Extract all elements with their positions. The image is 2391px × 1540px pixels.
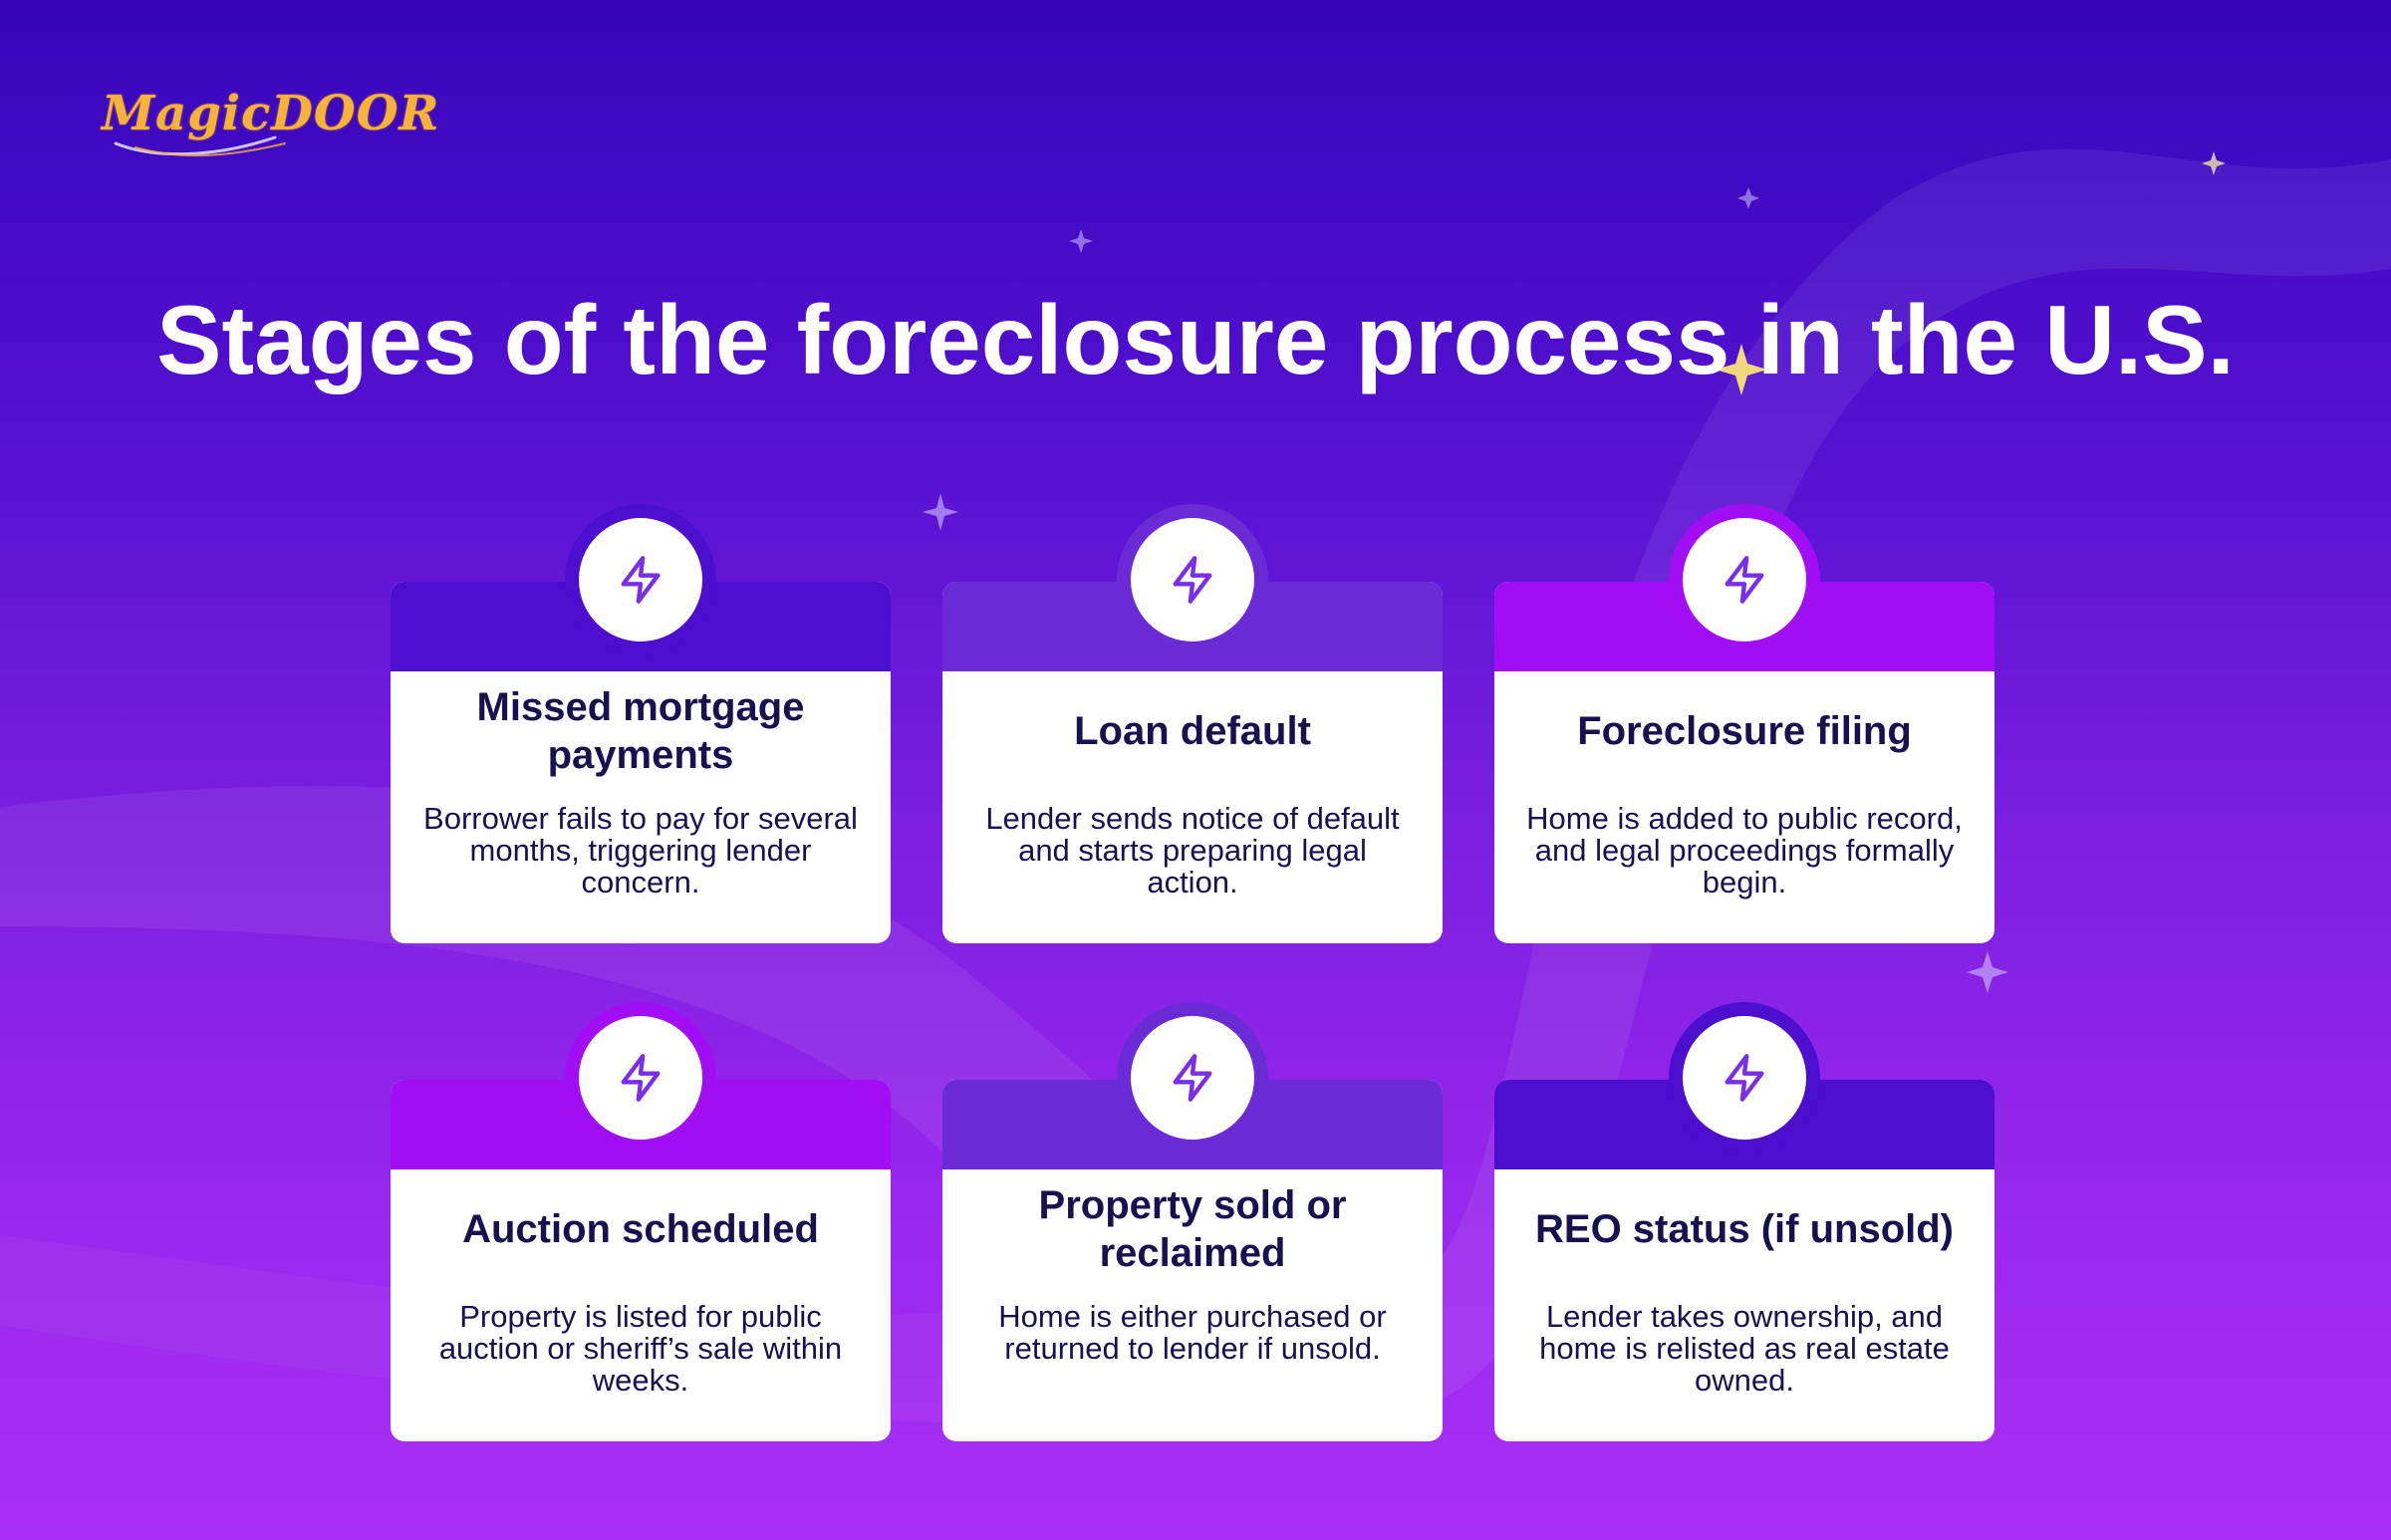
icon-badge: [565, 504, 716, 655]
stage-description: Lender takes ownership, and home is reli…: [1539, 1299, 1950, 1398]
stage-title: REO status (if unsold): [1535, 1207, 1954, 1251]
stage-description: Lender sends notice of default and start…: [985, 801, 1400, 899]
icon-badge: [1117, 504, 1268, 655]
sparkle-icon: [1967, 951, 2008, 993]
stage-card-reo-status: REO status (if unsold) Lender takes owne…: [1494, 1002, 1994, 1441]
stage-title: Property sold or reclaimed: [1038, 1183, 1347, 1275]
card-panel: [391, 582, 891, 943]
icon-badge: [565, 1002, 716, 1154]
stage-card-loan-default: Loan default Lender sends notice of defa…: [942, 504, 1443, 943]
logo-swirl: [114, 135, 286, 157]
icon-badge: [1669, 1002, 1820, 1154]
icon-badge: [1669, 504, 1820, 655]
stage-title: Auction scheduled: [462, 1207, 819, 1251]
page-title: Stages of the foreclosure process in the…: [156, 285, 2235, 394]
stage-description: Property is listed for public auction or…: [438, 1299, 843, 1398]
stage-description: Borrower fails to pay for several months…: [423, 801, 858, 899]
sparkle-icon: [1737, 187, 1759, 209]
stage-card-property-sold-or-reclaimed: Property sold or reclaimed Home is eithe…: [942, 1002, 1443, 1441]
magicdoor-logo[interactable]: MagicDOOR: [96, 80, 438, 159]
lightning-bolt-icon: [1173, 1054, 1212, 1102]
sparkle-icon: [2202, 151, 2226, 175]
sparkle-icon: [1069, 229, 1093, 253]
stage-description: Home is added to public record, and lega…: [1526, 801, 1963, 899]
sparkle-icon: [1716, 344, 1767, 395]
lightning-bolt-icon: [621, 1054, 661, 1102]
lightning-bolt-icon: [1725, 556, 1764, 604]
stage-card-auction-scheduled: Auction scheduled Property is listed for…: [391, 1002, 891, 1441]
icon-badge: [1117, 1002, 1268, 1154]
lightning-bolt-icon: [1173, 556, 1212, 604]
stage-card-foreclosure-filing: Foreclosure filing Home is added to publ…: [1494, 504, 1994, 943]
sparkle-icon: [923, 493, 958, 531]
stage-title: Missed mortgage payments: [476, 685, 805, 777]
lightning-bolt-icon: [1725, 1054, 1764, 1102]
stage-description: Home is either purchased or returned to …: [998, 1299, 1387, 1366]
lightning-bolt-icon: [621, 556, 661, 604]
stage-title: Loan default: [1074, 709, 1311, 753]
stage-card-missed-mortgage-payments: Missed mortgage payments Borrower fails …: [391, 504, 891, 943]
logo-wordmark: MagicDOOR: [102, 86, 440, 141]
stage-title: Foreclosure filing: [1577, 709, 1912, 753]
